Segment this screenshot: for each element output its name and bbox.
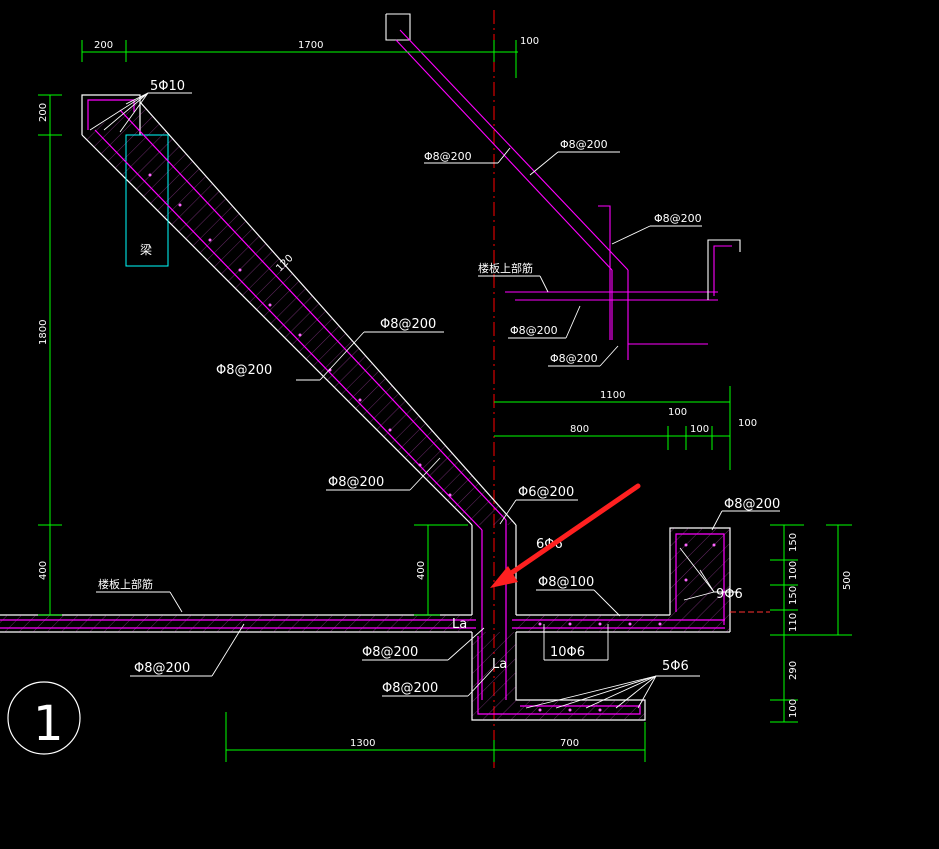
dim-bottom-1300: 1300	[350, 738, 375, 749]
label-top-5phi10: 5Φ10	[150, 79, 185, 94]
main-rebar	[0, 99, 725, 715]
label-floor-top-bar: 楼板上部筋	[98, 577, 153, 591]
detail-number-circle	[7, 681, 81, 755]
label-la-1: La	[452, 617, 467, 632]
dim-left-200: 200	[38, 103, 49, 122]
label-slab-phi8-upper: Φ8@200	[380, 317, 436, 332]
label-10phi6: 10Φ6	[550, 645, 585, 660]
dim-100-c: 100	[738, 418, 757, 429]
dim-left-1800: 1800	[38, 320, 49, 345]
dim-inner-400: 400	[416, 561, 427, 580]
dim-right-150b: 150	[788, 586, 799, 605]
beam-label: 梁	[140, 242, 152, 257]
dim-top-1700: 1700	[298, 40, 323, 51]
dim-100-a: 100	[668, 407, 687, 418]
label-slab-phi8-bottom: Φ8@200	[328, 475, 384, 490]
dim-bottom-700: 700	[560, 738, 579, 749]
dim-right-150a: 150	[788, 533, 799, 552]
dim-top-200: 200	[94, 40, 113, 51]
dim-100-b: 100	[690, 424, 709, 435]
label-5phi6: 5Φ6	[662, 659, 689, 674]
label-small-phi8-e: Φ8@200	[550, 352, 598, 365]
label-right-phi8-200: Φ8@200	[724, 497, 780, 512]
dim-right-100b: 100	[788, 699, 799, 718]
dimension-text: 200 1700 100 200 1800 400 400 1100 800 1…	[38, 36, 853, 749]
dim-right-500: 500	[842, 571, 853, 590]
leader-lines	[89, 92, 780, 709]
label-floor-phi8-200: Φ8@200	[134, 661, 190, 676]
label-small-phi8-c: Φ8@200	[654, 212, 702, 225]
rebar-labels: 5Φ10 Φ8@200 Φ8@200 Φ8@200 Φ8@200 Φ8@200 …	[98, 79, 780, 696]
dim-right-100a: 100	[788, 561, 799, 580]
label-small-phi8-d: Φ8@200	[510, 324, 558, 337]
dimension-lines	[38, 40, 852, 762]
rebar-dots	[148, 173, 716, 712]
beam-outline	[125, 134, 169, 267]
label-phi8-100: Φ8@100	[538, 575, 594, 590]
dim-800: 800	[570, 424, 589, 435]
label-join-phi8-2: Φ8@200	[382, 681, 438, 696]
dim-left-400: 400	[38, 561, 49, 580]
label-phi6-200: Φ6@200	[518, 485, 574, 500]
dim-top-100: 100	[520, 36, 539, 47]
label-9phi6: 9Φ6	[716, 587, 743, 602]
dim-right-110: 110	[788, 613, 799, 632]
label-small-phi8-b: Φ8@200	[560, 138, 608, 151]
red-arrow-annotation	[490, 483, 641, 588]
label-la-2: La	[492, 657, 507, 672]
detail-number: 1	[33, 696, 64, 752]
label-slab-phi8-lower: Φ8@200	[216, 363, 272, 378]
label-small-floor-top-bar: 楼板上部筋	[478, 261, 533, 275]
dim-1100: 1100	[600, 390, 625, 401]
dim-right-290: 290	[788, 661, 799, 680]
label-small-phi8-a: Φ8@200	[424, 150, 472, 163]
label-join-phi8-1: Φ8@200	[362, 645, 418, 660]
